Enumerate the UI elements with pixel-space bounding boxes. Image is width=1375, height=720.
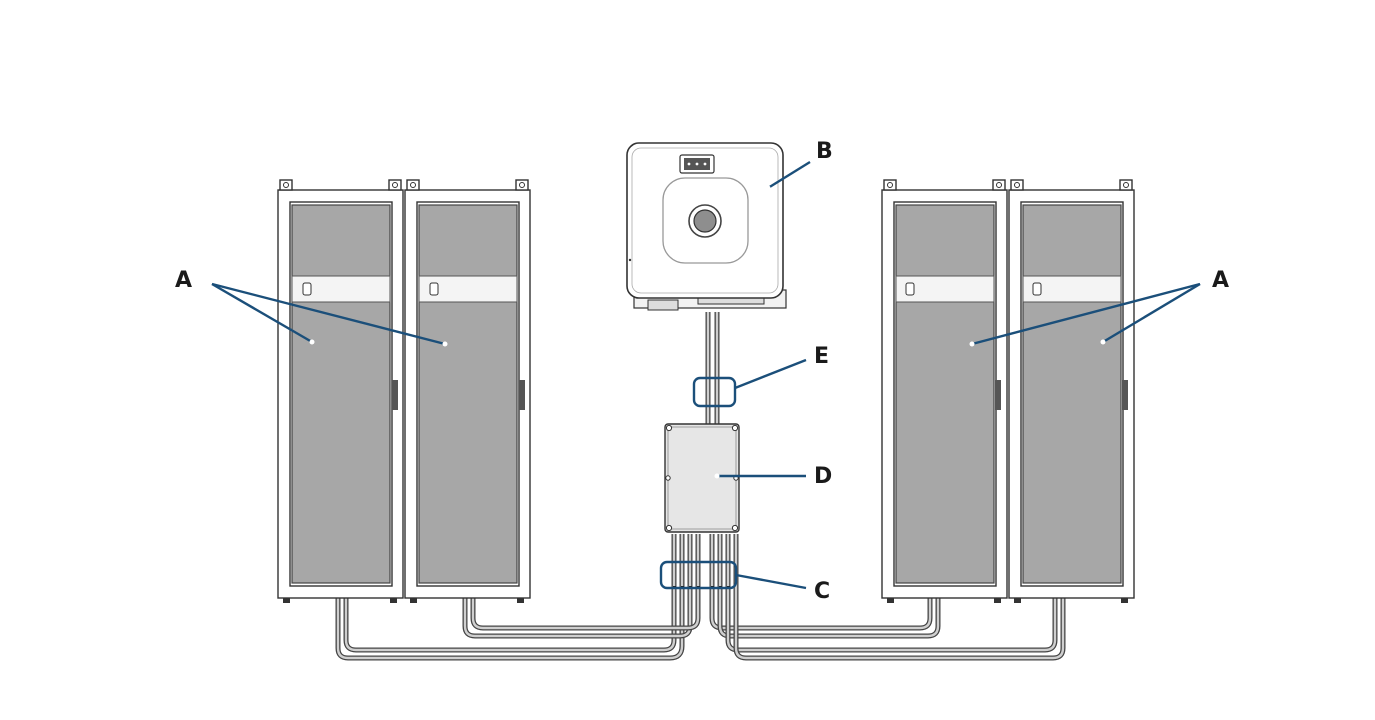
battery-cabinet-left-inner [404, 179, 531, 603]
battery-cabinet-right-inner [881, 179, 1008, 603]
label-a-left: A [175, 268, 192, 293]
battery-cabinet-left-outer [277, 179, 404, 603]
junction-box [664, 423, 740, 533]
label-b: B [816, 139, 833, 164]
label-a-right: A [1212, 268, 1229, 293]
label-d: D [814, 464, 832, 489]
battery-cabinet-right-outer [1008, 179, 1135, 603]
upper-cable-link [705, 312, 720, 424]
label-c: C [814, 579, 830, 604]
label-e: E [814, 344, 829, 369]
callout-box-e [692, 376, 737, 408]
inverter-unit [626, 142, 787, 311]
leader-lines [211, 160, 1201, 590]
cable-bundle [335, 534, 1066, 661]
